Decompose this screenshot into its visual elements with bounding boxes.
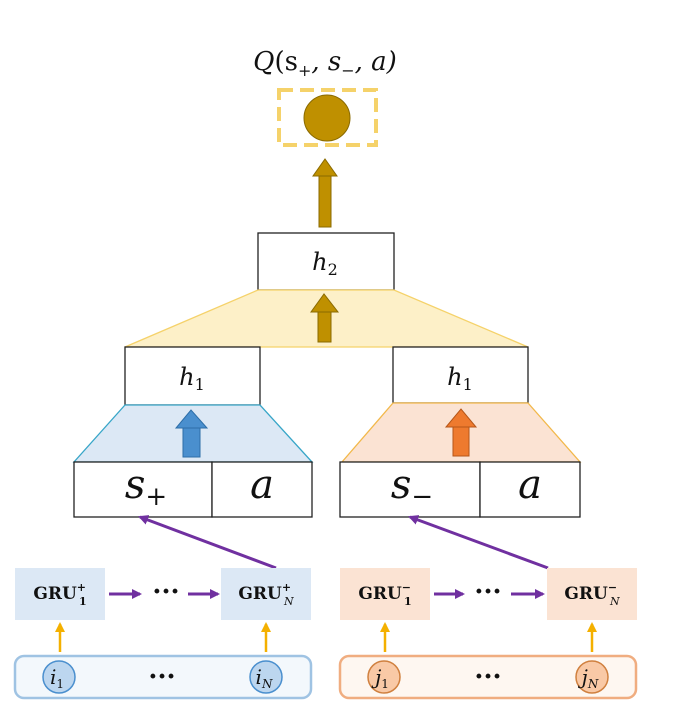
output-node-box [277,88,378,147]
arrow-gru-to-state-plus [138,515,277,570]
arrow-up-to-output [312,158,338,228]
gru-plus-last-label: GRU+N [238,581,294,608]
arrow-gru-to-state-minus [408,515,549,570]
arrow-up-right [444,408,478,457]
item-sequence-negative [338,654,638,700]
item-j1-node [367,660,401,694]
gru-plus-last-box [221,568,311,620]
gru-minus-first-label: GRU−1 [358,581,411,608]
h2-label: h2 [312,248,338,279]
item-left-ellipsis: ··· [148,662,175,692]
gru-plus-ellipsis: ··· [152,577,179,607]
action-left-cell [211,461,313,518]
gru-plus-first-box [15,568,105,620]
output-node-circle [303,94,351,142]
h1-right-box [392,346,529,404]
state-minus-label: s− [391,462,433,512]
arrow-up-merge [310,293,340,343]
h1-left-label: h1 [179,363,205,394]
action-right-label: a [518,462,542,508]
item-sequence-positive [13,654,313,700]
action-right-cell [479,461,581,518]
item-i1-node [42,660,76,694]
item-jN-node [575,660,609,694]
item-iN-label: iN [256,665,273,691]
item-iN-node [249,660,283,694]
h1-left-box [124,346,261,406]
action-left-label: a [250,462,274,508]
gru-minus-ellipsis: ··· [474,577,501,607]
item-right-ellipsis: ··· [474,662,501,692]
item-jN-label: jN [578,665,599,691]
h1-right-label: h1 [447,363,473,394]
state-plus-label: s+ [125,462,167,512]
arrow-up-left [174,409,209,458]
state-minus-cell [339,461,481,518]
item-j1-label: j1 [371,665,389,691]
gru-minus-last-label: GRU−N [564,581,620,608]
gru-plus-first-label: GRU+1 [33,581,86,608]
item-i1-label: i1 [50,665,64,691]
gru-minus-last-box [547,568,637,620]
gru-minus-first-box [340,568,430,620]
state-plus-cell [73,461,213,518]
q-output-label: Q(s+, s−, a) [253,47,397,80]
